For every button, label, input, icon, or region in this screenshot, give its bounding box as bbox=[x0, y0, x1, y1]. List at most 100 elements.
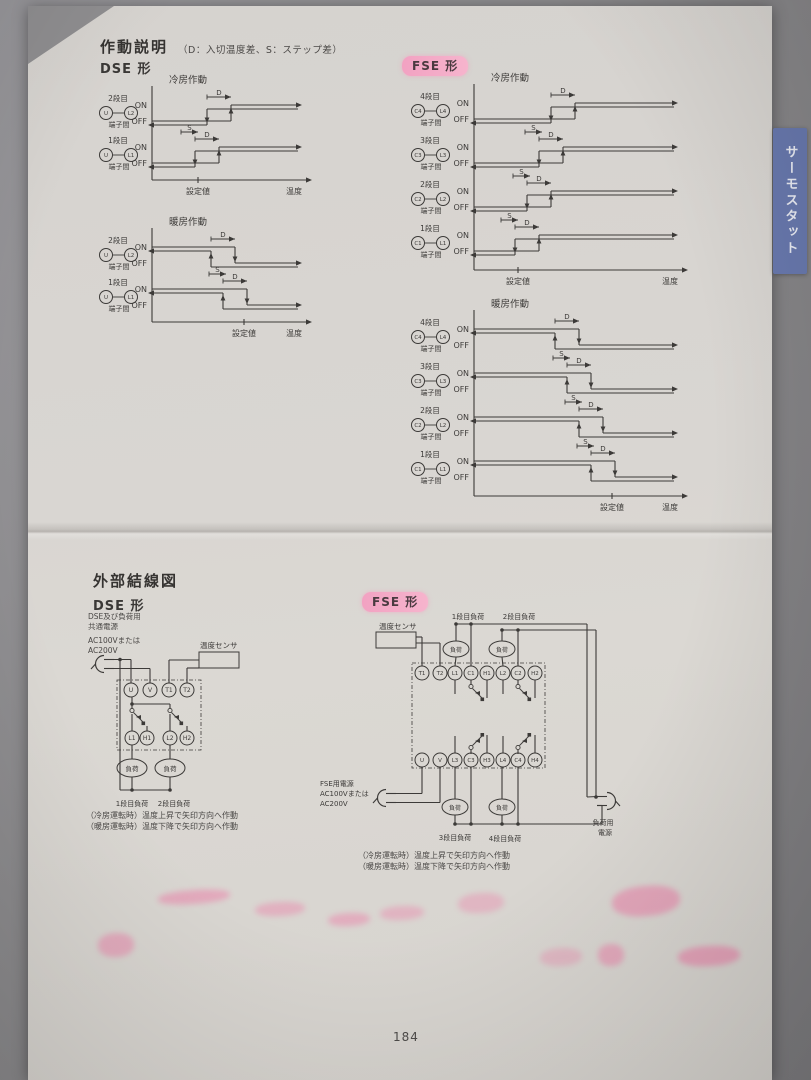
operation-legend: （D：入切温度差、S：ステップ差） bbox=[178, 45, 343, 56]
terminal-L2 bbox=[436, 192, 450, 206]
terminal-label-C2: C2 bbox=[414, 197, 421, 203]
terminal-label-L2: L2 bbox=[128, 111, 135, 117]
marker-S: S bbox=[187, 124, 192, 132]
load-label: 負荷 bbox=[496, 804, 508, 812]
dse-power-line: AC200V bbox=[88, 646, 118, 655]
stage-label: 3段目 bbox=[420, 135, 440, 145]
terminal-label-H4: H4 bbox=[531, 758, 539, 764]
suffix-label: 端子間 bbox=[421, 432, 442, 441]
marker-S: S bbox=[531, 124, 536, 132]
suffix-label: 端子間 bbox=[109, 304, 130, 313]
terminal-label-U: U bbox=[129, 687, 133, 694]
load-label: 負荷 bbox=[496, 646, 508, 654]
terminal-L3 bbox=[436, 148, 450, 162]
suffix-label: 端子間 bbox=[109, 162, 130, 171]
on-label: ON bbox=[457, 187, 469, 196]
stage-label: 1段目 bbox=[420, 223, 440, 233]
load-power-label: 負荷用 bbox=[593, 818, 614, 827]
terminal-label-L3: L3 bbox=[440, 379, 447, 385]
terminal-L3 bbox=[436, 374, 450, 388]
suffix-label: 端子間 bbox=[421, 388, 442, 397]
terminal-label-H2: H2 bbox=[183, 735, 192, 742]
axis-setpoint-label: 設定値 bbox=[186, 186, 210, 196]
dse-power-line: 共通電源 bbox=[88, 622, 118, 631]
load-label: 負荷 bbox=[126, 764, 140, 773]
off-label: OFF bbox=[454, 473, 470, 482]
marker-D: D bbox=[524, 219, 529, 227]
terminal-L1 bbox=[124, 290, 138, 304]
terminal-L2 bbox=[124, 106, 138, 120]
power-plug-icon bbox=[606, 791, 617, 811]
fold-crease bbox=[28, 522, 772, 540]
suffix-label: 端子間 bbox=[109, 262, 130, 271]
marker-D: D bbox=[548, 131, 553, 139]
terminal-L4 bbox=[436, 104, 450, 118]
marker-D: D bbox=[204, 131, 209, 139]
axis-setpoint-label: 設定値 bbox=[506, 276, 530, 286]
dse-note-cooling: （冷房運転時）温度上昇で矢印方向へ作動 bbox=[86, 811, 238, 820]
thermostat-index-tab[interactable]: サーモスタット bbox=[773, 128, 807, 274]
bottom-load-caption-2: 4段目負荷 bbox=[489, 834, 521, 843]
off-label: OFF bbox=[454, 247, 470, 256]
marker-S: S bbox=[215, 266, 220, 274]
fse-power-line: AC100Vまたは bbox=[320, 790, 369, 798]
marker-S: S bbox=[571, 394, 576, 402]
terminal-L1 bbox=[436, 236, 450, 250]
axis-setpoint-label: 設定値 bbox=[232, 328, 256, 338]
power-plug-icon bbox=[94, 654, 105, 674]
off-label: OFF bbox=[454, 159, 470, 168]
terminal-label-U: U bbox=[420, 758, 424, 764]
stage-label: 1段目 bbox=[108, 135, 128, 145]
marker-D: D bbox=[588, 401, 593, 409]
terminal-label-L1: L1 bbox=[452, 671, 459, 677]
chart-title: 暖房作動 bbox=[491, 298, 529, 310]
terminal-label-C2: C2 bbox=[414, 423, 421, 429]
on-label: ON bbox=[457, 231, 469, 240]
sensor-label: 温度センサ bbox=[379, 621, 417, 631]
paper-sheet bbox=[28, 6, 772, 1080]
terminal-T2 bbox=[432, 665, 448, 681]
terminal-label-C3: C3 bbox=[414, 379, 422, 385]
terminal-label-C2: C2 bbox=[514, 671, 521, 677]
terminal-label-V: V bbox=[148, 687, 153, 694]
terminal-label-L2: L2 bbox=[440, 423, 447, 429]
sensor-box bbox=[198, 651, 240, 669]
load-power-label: 電源 bbox=[598, 828, 612, 837]
terminal-label-C1: C1 bbox=[414, 467, 421, 473]
axis-temperature-label: 温度 bbox=[286, 328, 302, 338]
suffix-label: 端子間 bbox=[421, 206, 442, 215]
terminal-T2 bbox=[179, 682, 195, 698]
stage-label: 2段目 bbox=[108, 235, 128, 245]
terminal-label-H1: H1 bbox=[483, 671, 491, 677]
axis-temperature-label: 温度 bbox=[662, 276, 678, 286]
terminal-label-C4: C4 bbox=[514, 758, 522, 764]
terminal-label-H3: H3 bbox=[483, 758, 491, 764]
stage-label: 1段目 bbox=[108, 277, 128, 287]
on-label: ON bbox=[135, 101, 147, 110]
fse-power-line: AC200V bbox=[320, 800, 348, 808]
load-label: 負荷 bbox=[450, 646, 462, 654]
terminal-L1 bbox=[124, 148, 138, 162]
stage-label: 2段目 bbox=[108, 93, 128, 103]
on-label: ON bbox=[457, 143, 469, 152]
terminal-label-H2: H2 bbox=[531, 671, 539, 677]
terminal-label-C1: C1 bbox=[414, 241, 421, 247]
terminal-V bbox=[142, 682, 158, 698]
terminal-label-T1: T1 bbox=[418, 671, 426, 677]
page-number: 184 bbox=[393, 1030, 419, 1044]
terminal-L1 bbox=[436, 462, 450, 476]
fse-note-heating: （暖房運転時）温度下降で矢印方向へ作動 bbox=[358, 862, 510, 871]
marker-D: D bbox=[576, 357, 581, 365]
dse-power-line: DSE及び負荷用 bbox=[88, 612, 141, 621]
wiring-fse-label: FSE 形 bbox=[362, 592, 429, 612]
off-label: OFF bbox=[454, 429, 470, 438]
terminal-T1 bbox=[414, 665, 430, 681]
